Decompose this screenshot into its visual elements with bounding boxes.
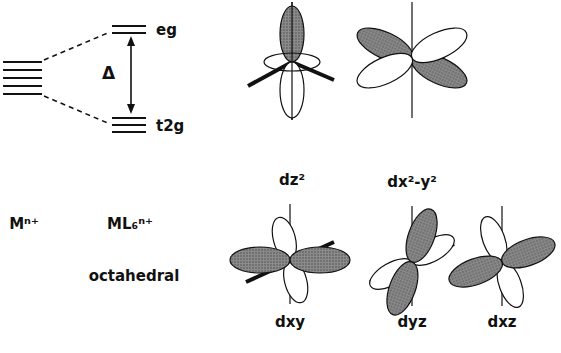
level-label: eg xyxy=(156,22,177,39)
orbital-label: dx²-y² xyxy=(387,174,437,191)
ion-label: Mⁿ⁺ xyxy=(9,216,39,233)
geometry-label: octahedral xyxy=(89,268,180,285)
level-label: t2g xyxy=(156,118,184,135)
complex-label: ML₆ⁿ⁺ xyxy=(107,216,153,233)
orbital-label: dxz xyxy=(487,314,516,331)
splitting-symbol: Δ xyxy=(102,64,115,83)
orbital-label: dz² xyxy=(279,172,305,189)
orbital-label: dxy xyxy=(275,314,305,331)
orbital-label: dyz xyxy=(397,314,426,331)
